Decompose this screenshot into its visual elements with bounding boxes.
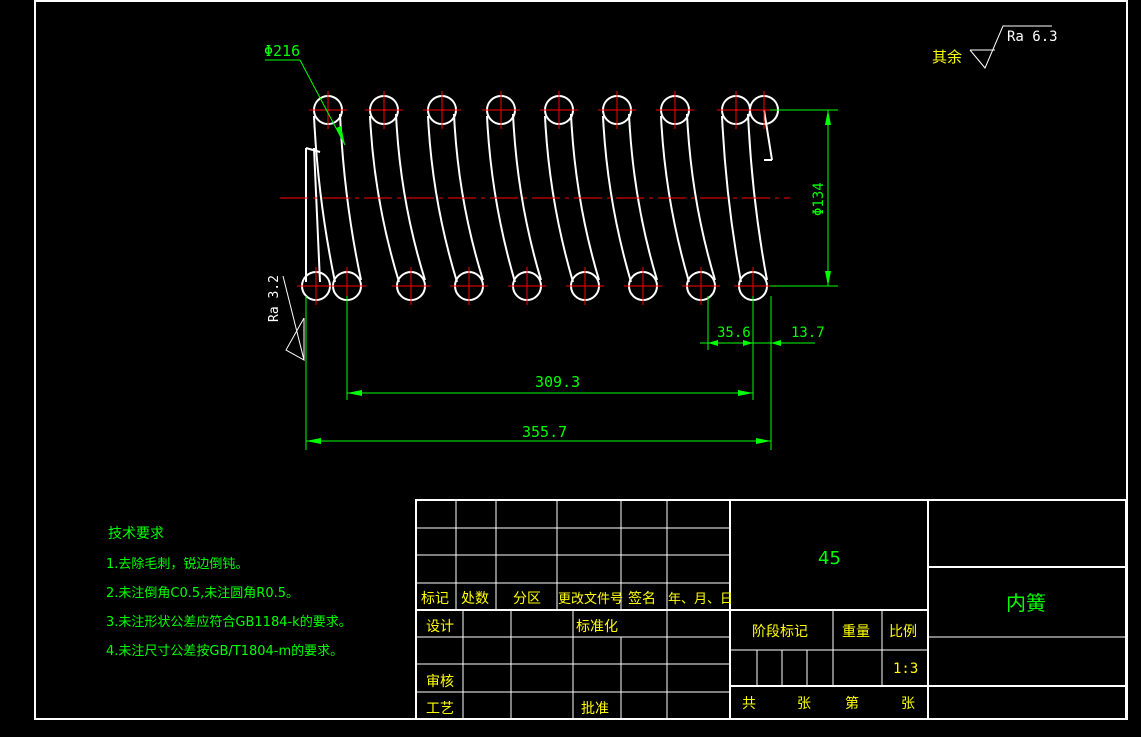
coil-segment xyxy=(486,113,542,283)
outer-diameter-dimension: Φ134 xyxy=(770,109,838,287)
header-date: 年、月、日 xyxy=(668,592,733,607)
process-label: 工艺 xyxy=(426,701,454,717)
total-length-label: 355.7 xyxy=(522,423,567,441)
other-roughness-value: Ra 6.3 xyxy=(1007,29,1058,45)
other-roughness-label: 其余 xyxy=(932,48,962,66)
header-count: 处数 xyxy=(461,591,489,607)
wire-diameter-callout: Φ216 xyxy=(264,42,346,146)
review-label: 审核 xyxy=(426,674,454,690)
approve-label: 批准 xyxy=(581,701,609,717)
header-mark: 标记 xyxy=(421,591,449,607)
spring-end-left xyxy=(305,147,321,283)
tech-item-1: 1.去除毛刺，锐边倒钝。 xyxy=(106,557,248,572)
header-zone: 分区 xyxy=(513,591,541,607)
other-roughness-symbol: Ra 6.3 其余 xyxy=(932,25,1058,69)
tech-item-3: 3.未注形状公差应符合GB1184-k的要求。 xyxy=(106,614,352,630)
stage-mark-label: 阶段标记 xyxy=(752,624,808,640)
scale-label: 比例 xyxy=(889,624,917,640)
weight-label: 重量 xyxy=(842,624,870,640)
design-label: 设计 xyxy=(426,619,454,635)
header-signature: 签名 xyxy=(628,590,656,607)
tech-item-2: 2.未注倒角C0.5,未注圆角R0.5。 xyxy=(106,586,299,601)
technical-requirements: 技术要求 1.去除毛刺，锐边倒钝。 2.未注倒角C0.5,未注圆角R0.5。 3… xyxy=(106,526,352,659)
total-length-dimension: 355.7 xyxy=(305,296,772,450)
sheet-unit-1: 张 xyxy=(797,696,811,712)
sheet-no-label: 第 xyxy=(845,695,859,712)
end-gap-label: 13.7 xyxy=(791,325,825,341)
coil-segment xyxy=(660,113,716,283)
wire-diameter-label: Φ216 xyxy=(264,42,300,60)
material-value: 45 xyxy=(818,548,841,569)
drawing-frame xyxy=(34,0,1128,720)
pitch-label: 35.6 xyxy=(717,325,751,341)
scale-value: 1:3 xyxy=(893,661,918,677)
side-roughness-symbol: Ra 3.2 xyxy=(267,275,305,361)
active-length-dimension: 309.3 xyxy=(346,296,754,400)
outer-diameter-label: Φ134 xyxy=(811,182,827,216)
tech-item-4: 4.未注尺寸公差按GB/T1804-m的要求。 xyxy=(106,643,343,659)
part-name: 内簧 xyxy=(1006,591,1046,615)
standardize-label: 标准化 xyxy=(576,619,618,635)
sheet-total-label: 共 xyxy=(742,696,756,712)
title-block xyxy=(415,499,1127,720)
title-block-text: 45 内簧 标记 处数 分区 更改文件号 签名 年、月、日 设计 标准化 审核 … xyxy=(421,548,1046,717)
active-length-label: 309.3 xyxy=(535,373,580,391)
sheet-unit-2: 张 xyxy=(901,696,915,712)
spring-end-right xyxy=(763,109,773,161)
side-roughness-label: Ra 3.2 xyxy=(267,275,282,322)
coil-segment xyxy=(369,113,426,283)
spring-drawing xyxy=(297,91,783,305)
header-change-doc: 更改文件号 xyxy=(558,592,623,607)
pitch-dimension: 35.6 13.7 xyxy=(700,296,825,350)
tech-title: 技术要求 xyxy=(108,526,164,542)
